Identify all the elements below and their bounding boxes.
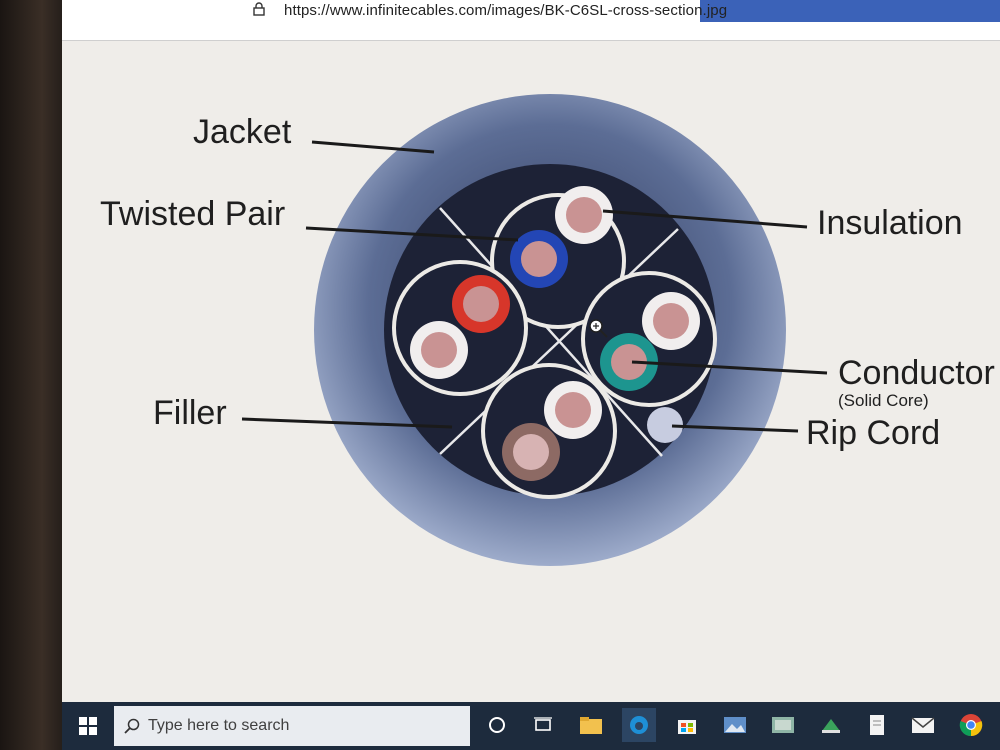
label-conductor: Conductor (838, 354, 995, 392)
file-explorer-icon[interactable] (574, 708, 608, 742)
chrome-icon[interactable] (954, 708, 988, 742)
address-bar[interactable]: https://www.infinitecables.com/images/BK… (62, 0, 1000, 41)
taskbar-search-box[interactable]: Type here to search (114, 706, 470, 746)
filler (439, 207, 679, 457)
twisted-pair-left (392, 260, 528, 396)
search-icon (124, 718, 140, 734)
zoom-cursor-icon (589, 319, 608, 338)
rip-cord (647, 407, 683, 443)
monitor-bezel (0, 0, 70, 750)
cable-diagram (241, 94, 828, 566)
image-app-icon[interactable] (766, 708, 800, 742)
windows-start-icon[interactable] (62, 702, 114, 750)
store-icon[interactable] (670, 708, 704, 742)
url-text[interactable]: https://www.infinitecables.com/images/BK… (284, 2, 728, 19)
label-filler: Filler (153, 394, 227, 432)
cortana-icon[interactable] (480, 708, 514, 742)
cable-cross-section-image: Jacket Twisted Pair Insulation Conductor… (62, 41, 1000, 708)
twisted-pair-right (581, 271, 717, 407)
mail-icon[interactable] (906, 708, 940, 742)
document-icon[interactable] (860, 708, 894, 742)
label-rip-cord: Rip Cord (806, 414, 941, 452)
leader-lines (241, 140, 828, 433)
task-view-icon[interactable] (526, 708, 560, 742)
windows-taskbar: Type here to search (62, 702, 1000, 750)
label-conductor-note: (Solid Core) (838, 391, 929, 410)
search-placeholder: Type here to search (148, 717, 290, 734)
browser-window: https://www.infinitecables.com/images/BK… (62, 0, 1000, 708)
title-bar-strip (700, 0, 1000, 22)
label-jacket: Jacket (193, 113, 292, 151)
label-twisted-pair: Twisted Pair (100, 195, 286, 233)
twisted-pair-bottom (481, 363, 617, 499)
twisted-pair-top (490, 186, 626, 329)
label-insulation: Insulation (817, 204, 963, 242)
app-icon[interactable] (814, 708, 848, 742)
lock-icon (252, 2, 266, 16)
photos-icon[interactable] (718, 708, 752, 742)
edge-icon[interactable] (622, 708, 656, 742)
